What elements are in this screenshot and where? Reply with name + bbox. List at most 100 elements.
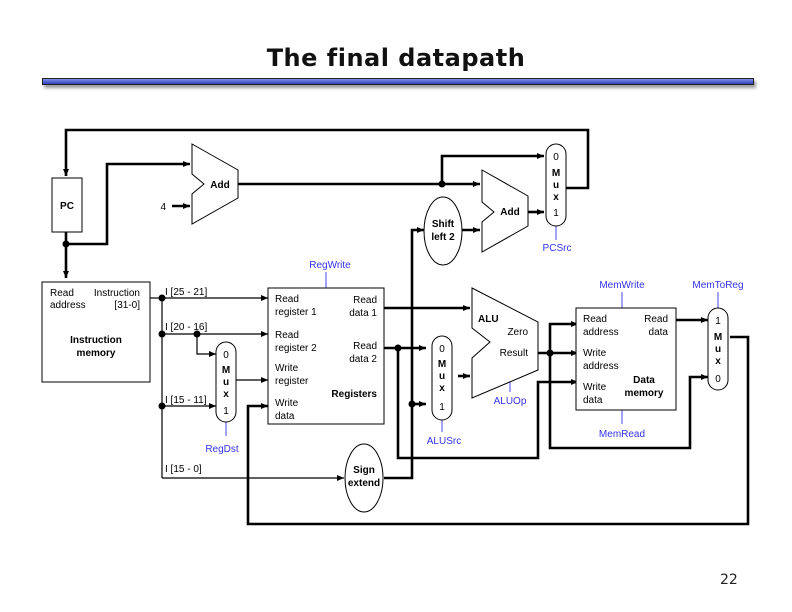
regwrite-control-label: RegWrite xyxy=(309,260,351,271)
regdst-mux[interactable]: 0 M u x 1 xyxy=(215,341,237,423)
memread-control-label: MemRead xyxy=(599,429,645,440)
mux-label-u: u xyxy=(553,180,559,191)
junction-dot xyxy=(158,402,166,410)
instruction-memory[interactable]: Read address Instruction [31-0] Instruct… xyxy=(41,281,151,383)
write-register-label: Write xyxy=(275,363,299,374)
dmem-name-2: memory xyxy=(625,388,664,399)
pc-label: PC xyxy=(60,201,74,212)
read-register-1-label-2: register 1 xyxy=(275,307,317,318)
aluop-control-label: ALUOp xyxy=(494,396,527,407)
alu[interactable]: ALU Zero Result xyxy=(471,287,539,399)
dmem-read-data-label-2: data xyxy=(649,327,669,338)
sign-extend[interactable]: Sign extend xyxy=(344,443,384,513)
slide-title: The final datapath xyxy=(266,44,526,72)
mux-label-x: x xyxy=(223,389,229,400)
mux-label-m: M xyxy=(552,168,560,179)
dmem-read-data-label: Read xyxy=(644,314,668,325)
read-data-2-label-2: data 2 xyxy=(349,354,377,365)
mux-input-0-label: 0 xyxy=(223,350,229,361)
alu-zero-label: Zero xyxy=(507,327,528,338)
mux-label-x: x xyxy=(553,192,559,203)
mux-label-m: M xyxy=(714,332,722,343)
mux-label-u: u xyxy=(223,377,229,388)
pc-adder-label: Add xyxy=(210,180,229,191)
junction-dot xyxy=(158,330,166,338)
mux-label-m: M xyxy=(438,359,446,370)
junction-dot xyxy=(193,330,201,338)
read-register-2-label: Read xyxy=(275,330,299,341)
alusrc-mux[interactable]: 0 M u x 1 xyxy=(431,335,453,421)
branch-adder[interactable]: Add xyxy=(481,169,529,253)
read-data-1-label-2: data 1 xyxy=(349,308,377,319)
wire-alu-to-memtoreg xyxy=(548,353,708,450)
junction-dot xyxy=(158,294,166,302)
wires xyxy=(62,128,750,526)
field-rt-label: I [20 - 16] xyxy=(165,322,207,333)
pcsrc-control-label: PCSrc xyxy=(543,243,572,254)
alu-result-label: Result xyxy=(500,348,529,359)
mux-input-0-label: 0 xyxy=(439,344,445,355)
mux-label-x: x xyxy=(715,356,721,367)
junction-dot xyxy=(438,180,446,188)
mux-label-u: u xyxy=(715,344,721,355)
wire-rt-to-mux xyxy=(196,334,216,357)
imem-name-2: memory xyxy=(77,348,116,359)
dmem-name: Data xyxy=(633,375,655,386)
pc-mux[interactable]: 0 M u x 1 xyxy=(545,143,567,227)
mux-input-0-label: 0 xyxy=(553,152,559,163)
dmem-write-address-label-2: address xyxy=(583,361,619,372)
wire-signext-out xyxy=(384,227,424,480)
control-lines xyxy=(225,226,719,436)
imem-read-address-label: Read xyxy=(50,288,74,299)
field-rd-label: I [15 - 11] xyxy=(165,395,207,406)
imem-read-address-label-2: address xyxy=(50,300,86,311)
junction-dot xyxy=(394,344,402,352)
pc-adder[interactable]: Add xyxy=(191,143,239,225)
junction-dot xyxy=(546,349,554,357)
mux-input-0-label: 0 xyxy=(715,374,721,385)
write-data-label: Write xyxy=(275,398,299,409)
memtoreg-control-label: MemToReg xyxy=(692,280,743,291)
sign-extend-label-2: extend xyxy=(348,478,380,489)
mux-label-x: x xyxy=(439,383,445,394)
write-register-label-2: register xyxy=(275,376,309,387)
pc-register[interactable]: PC xyxy=(51,177,83,233)
mux-label-u: u xyxy=(439,371,445,382)
read-data-1-label: Read xyxy=(353,295,377,306)
imem-instruction-label: Instruction xyxy=(94,288,140,299)
title-underline xyxy=(42,78,754,85)
page-number: 22 xyxy=(720,572,738,588)
wire-readdata2-to-dmem xyxy=(396,348,578,460)
alusrc-control-label: ALUSrc xyxy=(427,436,461,447)
dmem-write-data-label-2: data xyxy=(583,395,603,406)
field-rs-label: I [25 - 21] xyxy=(165,287,207,298)
mux-input-1-label: 1 xyxy=(223,406,229,417)
wire-writeback xyxy=(246,335,750,526)
mux-label-m: M xyxy=(222,365,230,376)
data-memory[interactable]: Read address Write address Write data Re… xyxy=(575,307,677,411)
mux-input-1-label: 1 xyxy=(715,316,721,327)
shift-left-2[interactable]: Shift left 2 xyxy=(423,196,463,266)
shift-left-label-2: left 2 xyxy=(431,232,455,243)
dmem-write-data-label: Write xyxy=(583,382,607,393)
wire-pcplus4-to-mux0 xyxy=(440,153,544,184)
wire-pc-to-adder xyxy=(66,161,190,246)
write-data-label-2: data xyxy=(275,411,295,422)
imem-name: Instruction xyxy=(70,335,122,346)
sign-extend-label: Sign xyxy=(353,465,375,476)
registers-name: Registers xyxy=(331,389,377,400)
read-data-2-label: Read xyxy=(353,341,377,352)
dmem-write-address-label: Write xyxy=(583,348,607,359)
imem-instruction-label-2: [31-0] xyxy=(114,300,140,311)
shift-left-label: Shift xyxy=(432,219,455,230)
branch-adder-label: Add xyxy=(500,207,519,218)
dmem-read-address-label-2: address xyxy=(583,327,619,338)
wire-pcmux-to-pc xyxy=(63,128,590,190)
register-file[interactable]: Read register 1 Read register 2 Write re… xyxy=(267,287,385,425)
memtoreg-mux[interactable]: 1 M u x 0 xyxy=(707,307,729,391)
junction-dot xyxy=(62,240,70,248)
field-imm-label: I [15 - 0] xyxy=(165,464,202,475)
read-register-1-label: Read xyxy=(275,294,299,305)
memwrite-control-label: MemWrite xyxy=(599,280,645,291)
